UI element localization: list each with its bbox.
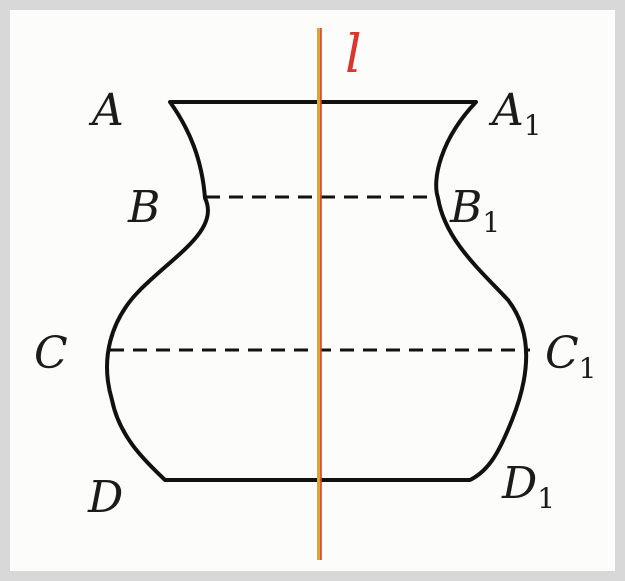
point-label-c1: C1 <box>545 328 597 385</box>
point-label-b1: B1 <box>449 182 500 239</box>
vase-diagram: l A A1 B B1 C C1 D D1 <box>34 25 597 560</box>
axis-label: l <box>345 25 362 85</box>
point-label-d: D <box>87 472 123 523</box>
figure-canvas: l A A1 B B1 C C1 D D1 <box>10 10 615 571</box>
point-label-a: A <box>88 85 124 136</box>
point-label-b: B <box>127 182 160 233</box>
point-label-d1: D1 <box>501 458 555 515</box>
point-label-a1: A1 <box>488 85 542 142</box>
vase-outline <box>105 100 529 482</box>
point-label-c: C <box>34 328 68 379</box>
